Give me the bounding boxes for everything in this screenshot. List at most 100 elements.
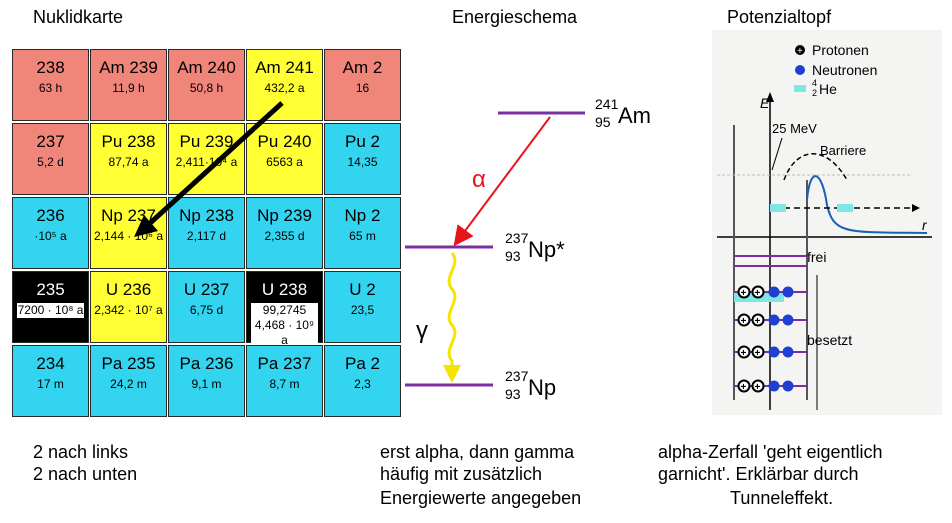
nuclide-cell: 236 ·10⁵ a xyxy=(12,197,89,269)
alpha-arrow xyxy=(453,116,551,247)
nuclide-halflife: 8,7 m xyxy=(269,377,300,391)
nuclide-halflife: 99,2745 4,468 · 10⁹ a xyxy=(251,303,318,348)
neutron xyxy=(768,346,780,358)
legend-he-z: 2 xyxy=(812,88,817,98)
legend-he: He xyxy=(819,81,837,97)
barrier-curve xyxy=(806,175,928,234)
gamma-label: γ xyxy=(416,317,428,344)
nuclide-halflife: ·10⁵ a xyxy=(34,229,67,243)
neutron xyxy=(782,346,794,358)
nuclide-name: 236 xyxy=(36,206,65,225)
nuclide-name: Pa 235 xyxy=(101,354,156,373)
nuclide-halflife: 7200 · 10⁸ a xyxy=(17,303,84,318)
am-mass: 241 xyxy=(595,96,619,112)
legend-neutron-dot xyxy=(795,65,805,75)
nuclide-halflife: 2,342 · 10⁷ a xyxy=(94,303,163,317)
nuclide-halflife: 65 m xyxy=(349,229,376,243)
nuclide-halflife: 11,9 h xyxy=(112,81,145,95)
besetzt-label: besetzt xyxy=(807,332,852,348)
proton-plus: + xyxy=(741,316,747,327)
energy-scheme: α γ 241 95 Am 237 93 Np* 237 93 Np xyxy=(380,45,700,413)
nuclide-name: Pa 236 xyxy=(179,354,234,373)
nuclide-cell: 235 7200 · 10⁸ a xyxy=(12,271,89,343)
decay-arrow-line xyxy=(146,101,284,227)
nuclide-halflife: 16 xyxy=(355,81,370,95)
decay-arrow xyxy=(134,101,284,237)
np-z: 93 xyxy=(505,386,521,402)
proton xyxy=(751,285,765,299)
proton xyxy=(751,345,765,359)
nuclide-name: Am 241 xyxy=(255,58,314,77)
nuclide-halflife: 50,8 h xyxy=(189,81,224,95)
proton xyxy=(751,379,765,393)
nuclide-cell: Pa 237 8,7 m xyxy=(246,345,323,417)
nuclide-name: Pa 237 xyxy=(257,354,312,373)
mev-pointer xyxy=(771,137,783,171)
am-z: 95 xyxy=(595,114,611,130)
nuclide-name: Am 239 xyxy=(99,58,158,77)
nuclide-halflife: 14,35 xyxy=(347,155,378,169)
proton-plus: + xyxy=(741,288,747,299)
legend-proton-plus: + xyxy=(797,46,803,57)
nuclide-name: Pu 239 xyxy=(179,132,234,151)
nuclide-name: Np 238 xyxy=(179,206,234,225)
gamma-arrow-head xyxy=(443,365,461,383)
nuclide-halflife: 9,1 m xyxy=(191,377,222,391)
neutron xyxy=(782,314,794,326)
nuclide-name: Pu 240 xyxy=(257,132,312,151)
neutron xyxy=(782,286,794,298)
nuclide-name: Pu 2 xyxy=(345,132,380,151)
nuclide-halflife: 24,2 m xyxy=(110,377,147,391)
proton-plus: + xyxy=(755,288,761,299)
axis-e-arrow xyxy=(766,92,774,102)
nuclide-cell: Pa 236 9,1 m xyxy=(168,345,245,417)
nuclide-name: Pu 238 xyxy=(101,132,156,151)
title-energieschema: Energieschema xyxy=(452,7,578,27)
note-nuklid-2: 2 nach unten xyxy=(33,464,138,484)
axis-r-label: r xyxy=(922,217,928,233)
proton-plus: + xyxy=(741,382,747,393)
np-excited-z: 93 xyxy=(505,248,521,264)
tunnel-arrow-head xyxy=(912,204,920,212)
note-topf-3: Tunneleffekt. xyxy=(730,488,834,508)
nuclide-halflife: 63 h xyxy=(38,81,63,95)
nuclide-name: 234 xyxy=(36,354,65,373)
proton-plus: + xyxy=(755,348,761,359)
nuclide-halflife: 2,117 d xyxy=(186,229,227,243)
gamma-wave xyxy=(447,252,457,367)
nuclide-cell: U 238 99,2745 4,468 · 10⁹ a xyxy=(246,271,323,348)
legend-he-box xyxy=(794,85,806,92)
tunnel-dash xyxy=(783,153,848,181)
nuclide-halflife: 87,74 a xyxy=(108,155,149,169)
nuclide-halflife: 432,2 a xyxy=(264,81,305,95)
note-energie-2: häufig mit zusätzlich xyxy=(380,464,543,484)
title-potenzialtopf: Potenzialtopf xyxy=(727,7,832,27)
nucleons: ++++++++ xyxy=(737,285,794,393)
nuclide-name: U 2 xyxy=(349,280,376,299)
nuclide-name: 235 xyxy=(36,280,65,299)
title-nuklidkarte: Nuklidkarte xyxy=(33,7,124,27)
mev-label: 25 MeV xyxy=(772,121,817,136)
nuclide-name: 237 xyxy=(36,132,65,151)
nuclide-cell: Pu 238 87,74 a xyxy=(90,123,167,195)
note-energie-3: Energiewerte angegeben xyxy=(380,488,582,508)
np-symbol: Np xyxy=(528,375,556,400)
note-energie-1: erst alpha, dann gamma xyxy=(380,442,575,462)
nuclide-halflife: 5,2 d xyxy=(37,155,64,169)
np-mass: 237 xyxy=(505,368,529,384)
nuclide-name: Am 240 xyxy=(177,58,236,77)
proton xyxy=(751,313,765,327)
nuclide-name: U 238 xyxy=(261,280,308,299)
proton xyxy=(737,313,751,327)
legend-protonen: Protonen xyxy=(812,42,869,58)
note-nuklid-1: 2 nach links xyxy=(33,442,129,462)
nuclide-cell: Pu 2 14,35 xyxy=(324,123,401,195)
